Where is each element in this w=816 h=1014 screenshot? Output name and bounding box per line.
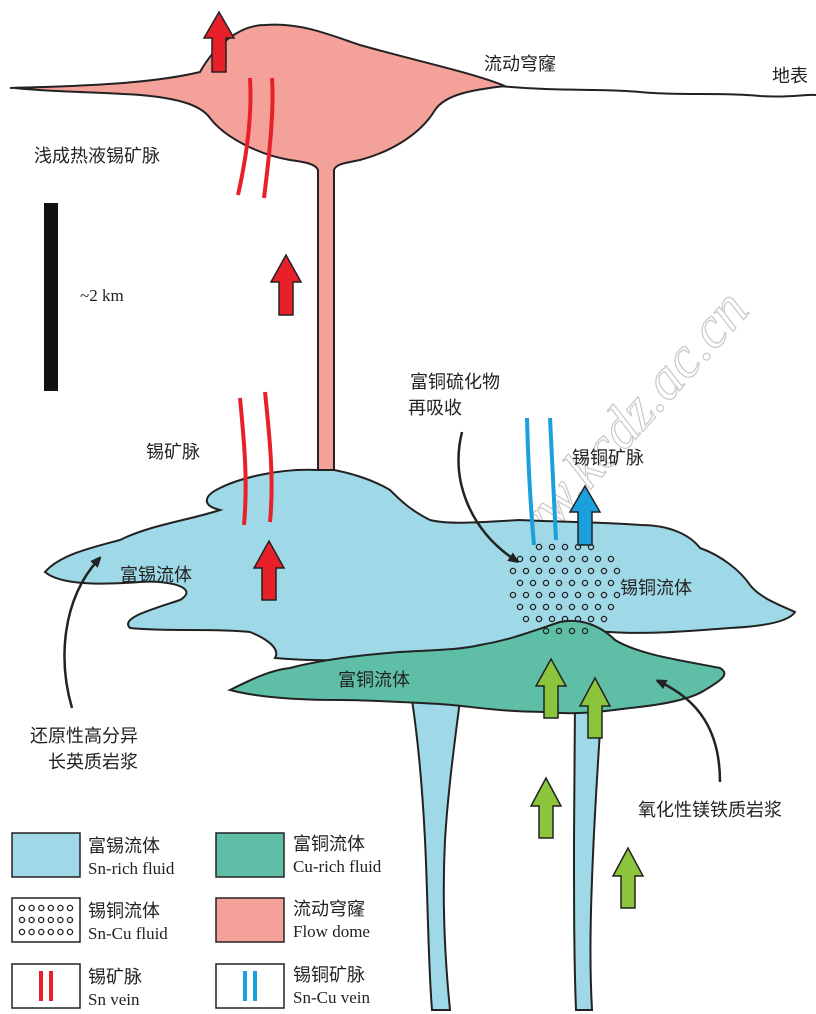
- label-cu-rich-fluid: 富铜流体: [338, 670, 410, 691]
- legend-swatch-dots: [12, 898, 80, 942]
- legend-sn-cu-vein-zh: 锡铜矿脉: [293, 965, 365, 986]
- legend-cu-fluid-zh: 富铜流体: [293, 834, 365, 855]
- label-cu-sulfide-1: 富铜硫化物: [410, 372, 500, 393]
- label-reduced-magma-1: 还原性高分异: [30, 726, 138, 747]
- label-sn-vein: 锡矿脉: [146, 442, 200, 463]
- legend-sn-fluid-en: Sn-rich fluid: [88, 859, 175, 878]
- label-sn-cu-vein: 锡铜矿脉: [572, 448, 644, 469]
- label-sn-cu-fluid: 锡铜流体: [620, 578, 692, 599]
- legend-sn-cu-vein-en: Sn-Cu vein: [293, 988, 370, 1007]
- legend: 富锡流体 Sn-rich fluid 富铜流体 Cu-rich fluid 锡铜…: [12, 833, 382, 1009]
- legend-sn-cu-fluid-en: Sn-Cu fluid: [88, 924, 168, 943]
- label-sn-rich-fluid: 富锡流体: [120, 565, 192, 586]
- cu-conduit-right: [574, 700, 602, 1010]
- label-shallow-sn-vein: 浅成热液锡矿脉: [34, 146, 160, 167]
- legend-sn-cu-fluid-zh: 锡铜流体: [88, 901, 160, 922]
- legend-swatch-sn-fluid: [12, 833, 80, 877]
- green-arrow-3: [531, 778, 561, 838]
- green-arrow-4: [613, 848, 643, 908]
- legend-swatch-red-vein: [12, 964, 80, 1008]
- legend-flow-dome-zh: 流动穹窿: [293, 899, 365, 920]
- legend-sn-vein-en: Sn vein: [88, 990, 140, 1009]
- label-scale: ~2 km: [80, 286, 124, 305]
- scale-bar: [44, 203, 58, 391]
- label-flow-dome: 流动穹窿: [484, 54, 556, 75]
- legend-swatch-dome: [216, 898, 284, 942]
- legend-swatch-blue-vein: [216, 964, 284, 1008]
- legend-sn-vein-zh: 锡矿脉: [88, 967, 142, 988]
- legend-cu-fluid-en: Cu-rich fluid: [293, 857, 382, 876]
- cu-conduit-left: [412, 700, 460, 1010]
- label-oxidized-magma: 氧化性镁铁质岩浆: [638, 800, 782, 821]
- legend-sn-fluid-zh: 富锡流体: [88, 836, 160, 857]
- red-arrow-conduit: [271, 255, 301, 315]
- legend-flow-dome-en: Flow dome: [293, 922, 370, 941]
- label-cu-sulfide-2: 再吸收: [408, 398, 462, 419]
- label-reduced-magma-2: 长英质岩浆: [48, 752, 138, 773]
- legend-swatch-cu-fluid: [216, 833, 284, 877]
- label-surface: 地表: [772, 66, 808, 87]
